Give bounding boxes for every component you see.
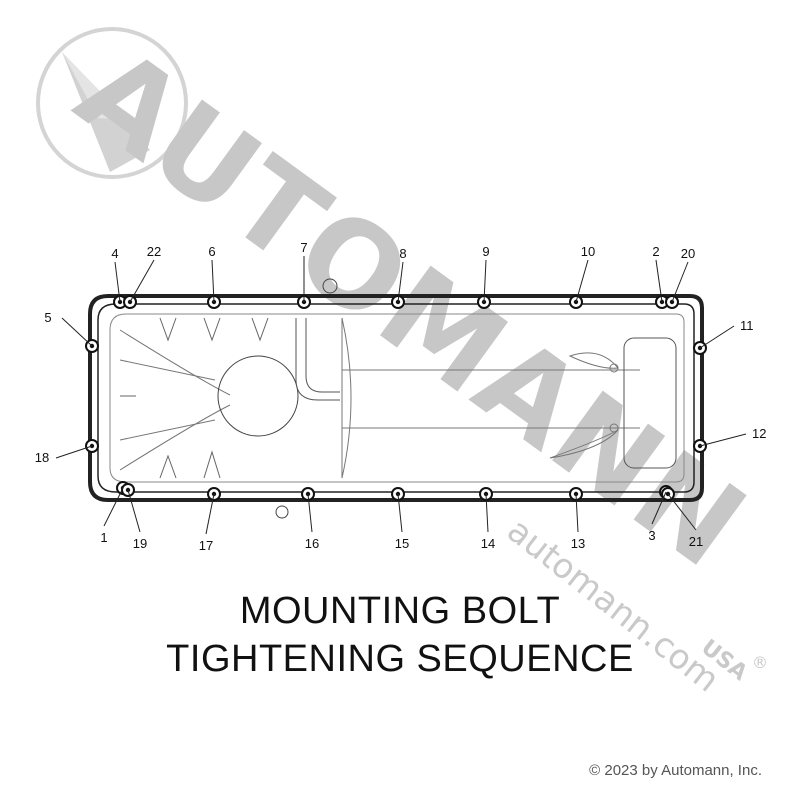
leader-line-5 <box>61 317 93 347</box>
callout-label-16: 16 <box>305 536 319 551</box>
leader-line-19 <box>127 489 141 533</box>
callout-label-17: 17 <box>199 538 213 553</box>
callout-label-7: 7 <box>300 240 307 255</box>
leader-line-21 <box>667 493 697 531</box>
callout-label-2: 2 <box>652 244 659 259</box>
callout-label-12: 12 <box>752 426 766 441</box>
callout-leaders <box>55 256 747 535</box>
leader-line-17 <box>205 493 215 535</box>
oil-pan-interior <box>119 278 677 519</box>
caption-line-1: MOUNTING BOLT <box>239 590 561 632</box>
leader-line-4 <box>114 261 121 303</box>
callout-label-11: 11 <box>740 318 754 333</box>
callout-label-5: 5 <box>44 310 51 325</box>
callout-label-14: 14 <box>481 536 495 551</box>
callout-label-22: 22 <box>147 244 161 259</box>
leader-line-12 <box>699 433 747 447</box>
copyright-notice: © 2023 by Automann, Inc. <box>589 762 762 779</box>
caption-line-2: TIGHTENING SEQUENCE <box>166 638 634 680</box>
leader-line-8 <box>397 261 404 303</box>
callout-label-6: 6 <box>208 244 215 259</box>
leader-line-6 <box>211 259 215 303</box>
callout-label-1: 1 <box>100 530 107 545</box>
leader-line-11 <box>699 325 735 349</box>
leader-line-13 <box>575 493 579 533</box>
callout-label-9: 9 <box>482 244 489 259</box>
watermark-logo <box>36 27 188 179</box>
callout-label-3: 3 <box>648 528 655 543</box>
bolt-holes <box>85 295 707 501</box>
leader-line-16 <box>307 493 313 533</box>
leader-line-20 <box>671 261 689 303</box>
oil-pan-outline <box>88 294 704 502</box>
leader-line-14 <box>485 493 489 533</box>
leader-line-3 <box>651 491 667 525</box>
leader-line-2 <box>655 259 663 303</box>
leader-line-15 <box>397 493 403 533</box>
callout-label-20: 20 <box>681 246 695 261</box>
callout-label-21: 21 <box>689 534 703 549</box>
callout-label-8: 8 <box>399 246 406 261</box>
leader-line-22 <box>129 259 155 303</box>
callout-label-18: 18 <box>35 450 49 465</box>
watermark-registered: ® <box>752 653 768 672</box>
callout-label-15: 15 <box>395 536 409 551</box>
callout-label-10: 10 <box>581 244 595 259</box>
leader-line-9 <box>483 259 487 303</box>
callout-label-4: 4 <box>111 246 118 261</box>
leader-line-18 <box>55 445 93 459</box>
callout-label-13: 13 <box>571 536 585 551</box>
leader-line-1 <box>103 487 124 527</box>
callout-label-19: 19 <box>133 536 147 551</box>
leader-line-10 <box>575 259 589 303</box>
